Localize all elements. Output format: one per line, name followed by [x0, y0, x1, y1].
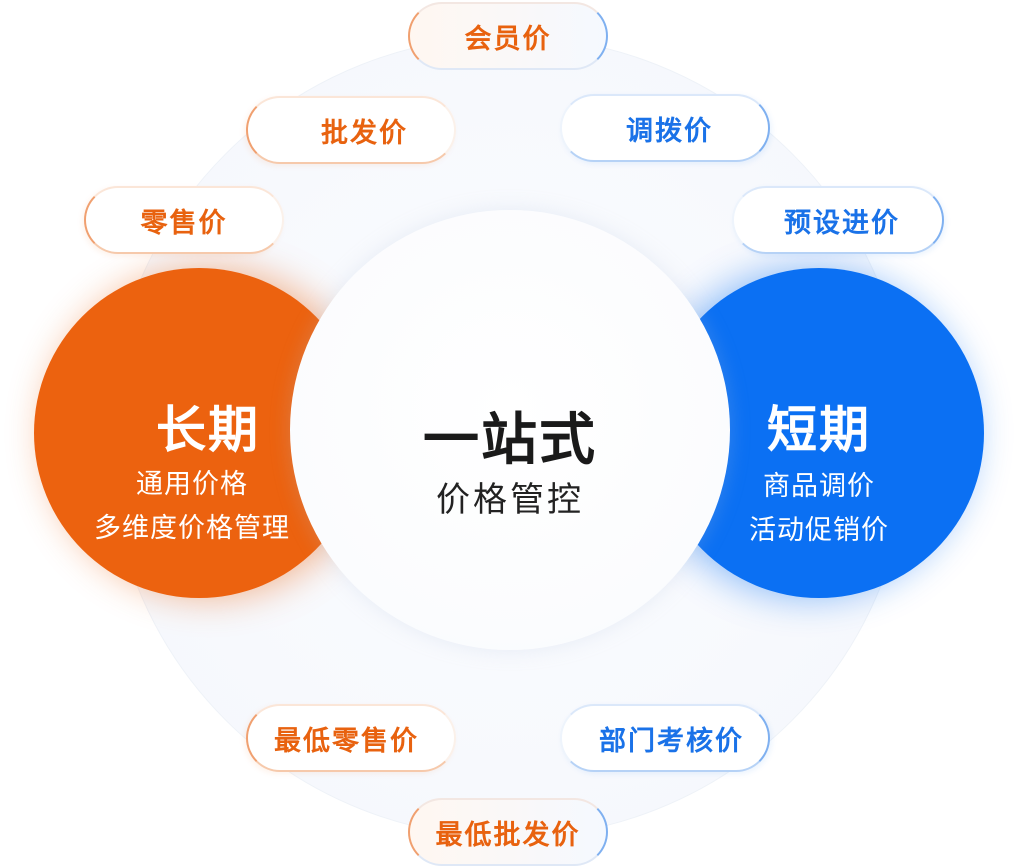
short-term-title: 短期 — [767, 401, 871, 459]
long-term-circle: 长期 通用价格 多维度价格管理 — [34, 268, 364, 598]
short-term-line-1: 商品调价 — [763, 471, 875, 502]
short-term-line-2: 活动促销价 — [749, 515, 889, 546]
pill-min-retail-price: 最低零售价 — [246, 704, 456, 772]
long-term-title: 长期 — [156, 401, 260, 459]
center-title: 一站式 — [423, 408, 597, 473]
center-circle: 一站式 价格管控 — [290, 210, 730, 650]
pill-preset-purchase-price: 预设进价 — [732, 186, 944, 254]
center-subtitle: 价格管控 — [436, 480, 584, 520]
pill-member-price: 会员价 — [408, 2, 608, 70]
pill-min-wholesale-price: 最低批发价 — [408, 798, 608, 866]
long-term-line-1: 通用价格 — [136, 469, 248, 500]
long-term-line-2: 多维度价格管理 — [94, 513, 290, 544]
pill-wholesale-price: 批发价 — [246, 96, 456, 164]
pill-dept-assess-price: 部门考核价 — [560, 704, 770, 772]
pill-retail-price: 零售价 — [84, 186, 284, 254]
pill-transfer-price: 调拨价 — [560, 94, 770, 162]
